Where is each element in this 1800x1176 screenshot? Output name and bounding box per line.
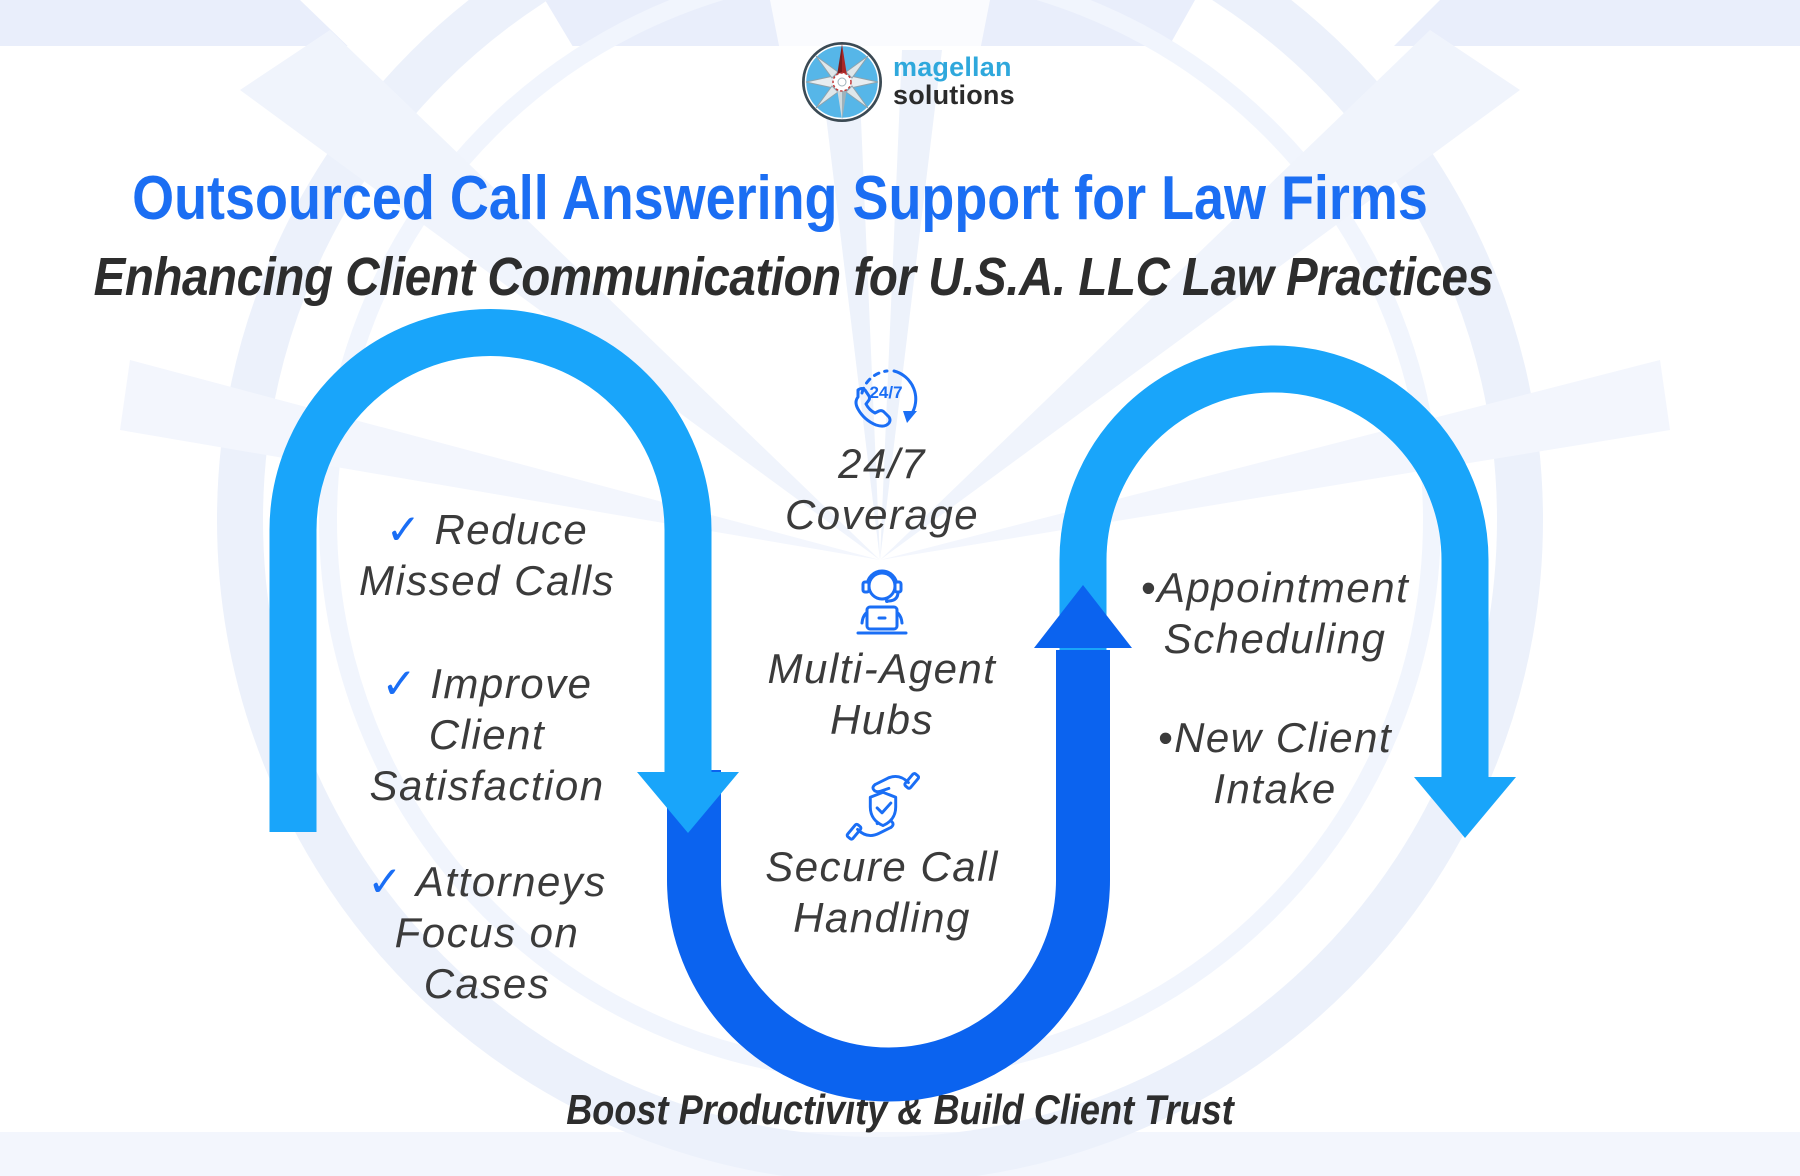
check-icon: ✓ xyxy=(381,660,419,707)
feature-secure-call-handling: Secure Call Handling xyxy=(765,843,999,941)
feature-multi-agent-hubs: Multi-Agent Hubs xyxy=(767,645,997,743)
compass-icon xyxy=(802,42,882,122)
secure-handling-icon xyxy=(840,763,926,854)
phone-24-7-icon: 24/7 xyxy=(838,361,928,448)
support-agent-icon xyxy=(838,561,926,654)
check-icon: ✓ xyxy=(385,506,423,553)
flow-arrow-right-arch xyxy=(1059,345,1516,838)
benefit-reduce-missed-calls: ✓Reduce Missed Calls xyxy=(247,504,727,606)
check-icon: ✓ xyxy=(367,858,404,905)
brand-line-2: solutions xyxy=(893,80,1015,110)
benefit-text: Reduce Missed Calls xyxy=(358,506,616,604)
benefit-attorneys-focus: ✓Attorneys Focus on Cases xyxy=(247,856,727,1009)
brand-line-1: magellan xyxy=(893,52,1012,83)
page-subtitle: Enhancing Client Communication for U.S.A… xyxy=(93,247,1494,307)
page-title: Outsourced Call Answering Support for La… xyxy=(132,164,1428,233)
service-appointment-scheduling: •Appointment Scheduling xyxy=(1140,564,1410,662)
magellan-logo: magellan solutions xyxy=(800,40,1015,124)
brand-name: magellan solutions xyxy=(893,54,1015,109)
flow-arrow-left-arch xyxy=(269,309,739,833)
benefit-text: Improve Client Satisfaction xyxy=(369,660,605,809)
flow-arrow-middle-u xyxy=(667,585,1132,1102)
service-new-client-intake: •New Client Intake xyxy=(1157,714,1393,812)
benefit-text: Attorneys Focus on Cases xyxy=(394,858,607,1007)
feature-24-7-coverage: 24/7 Coverage xyxy=(784,440,980,538)
benefit-improve-satisfaction: ✓Improve Client Satisfaction xyxy=(247,658,727,811)
icon-badge: 24/7 xyxy=(869,383,902,402)
